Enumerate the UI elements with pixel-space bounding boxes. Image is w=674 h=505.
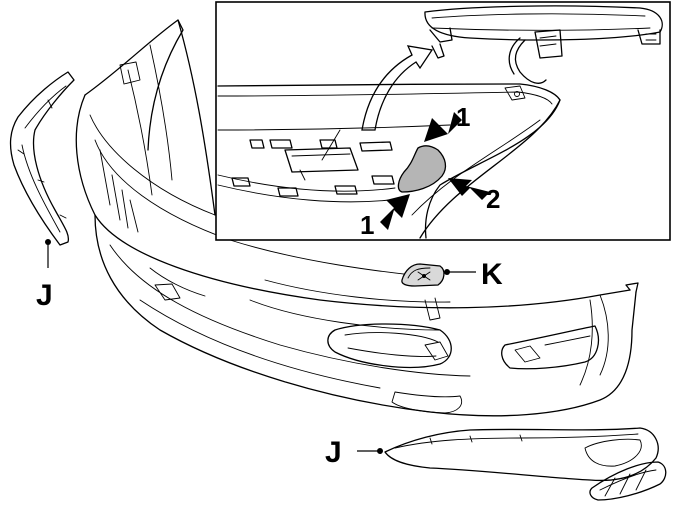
inset-highlighted-clip: [397, 145, 447, 193]
right-trim-strip: [384, 427, 659, 482]
left-trim-leader: [45, 239, 51, 268]
cap-leader: [444, 269, 476, 275]
inset-marker-housing: [424, 5, 663, 84]
inset-arrow-2: [448, 178, 490, 200]
callout-1-upper: 1: [456, 102, 470, 132]
left-trim-strip: [9, 71, 75, 246]
inset-bumper-panel: [217, 83, 561, 239]
detail-inset: 1 1 2: [215, 1, 671, 241]
front-bumper: [75, 19, 639, 417]
inset-arrow-1-upper: [424, 112, 462, 142]
callout-2: 2: [486, 184, 500, 214]
side-marker-light: [589, 461, 667, 501]
inset-frame: [215, 1, 671, 241]
callout-k: K: [481, 258, 503, 291]
callout-j-left: J: [36, 279, 53, 312]
tow-hook-cap: [401, 263, 445, 287]
right-trim-leader: [357, 448, 383, 454]
inset-arrow-1-lower: [380, 194, 410, 230]
callout-j-right: J: [325, 436, 342, 469]
callout-1-lower: 1: [360, 210, 374, 240]
